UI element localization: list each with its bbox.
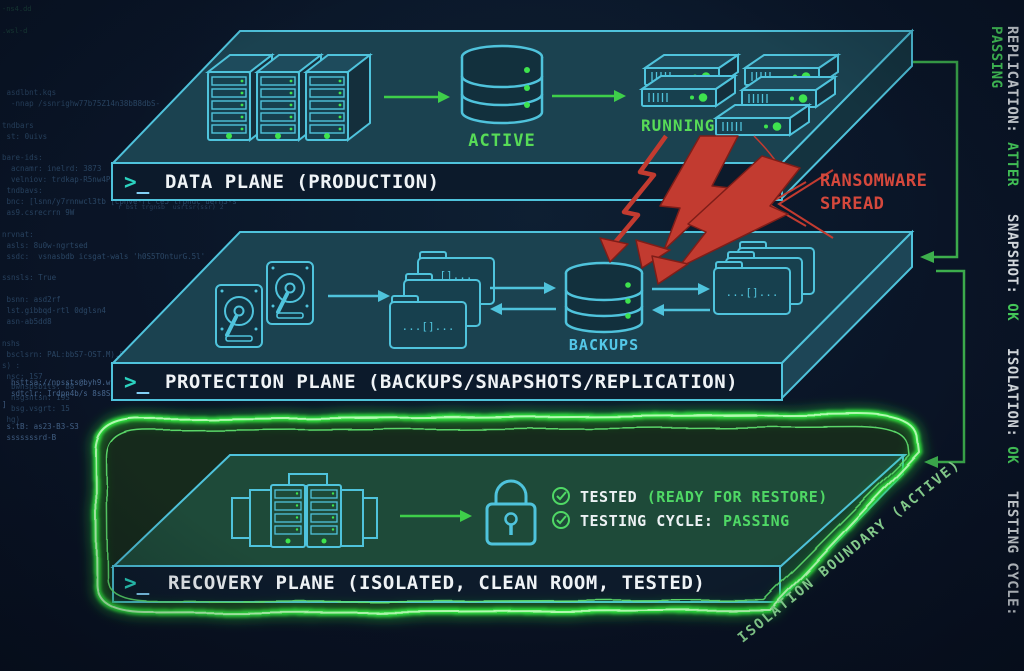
arrow-servers-to-db xyxy=(384,91,450,103)
background-code-underbar: r bst trgnsb usrtsr(ssr) 2 xyxy=(118,203,224,211)
folder-glyph-front: ...[]... xyxy=(402,320,455,333)
clean-room-server-icon xyxy=(231,473,378,548)
arrows-folders-db xyxy=(490,282,556,315)
bolt-arrowhead-1 xyxy=(599,237,629,263)
rail-replication-status: REPLICATION: ATTER xyxy=(1004,26,1020,187)
backups-database-icon xyxy=(564,261,644,334)
checkmark-icons xyxy=(552,487,570,529)
bolt-3 xyxy=(677,155,801,269)
rail-snapshot-status: SNAPSHOT: OK xyxy=(1004,213,1020,321)
testing-cycle-status-line: TESTING CYCLE: PASSING xyxy=(580,512,790,530)
folder-glyph-back: []... xyxy=(439,269,472,282)
padlock-icon xyxy=(485,479,537,546)
server-tower-icons xyxy=(207,54,371,141)
bolt-arrowhead-3 xyxy=(651,255,689,285)
replication-flow-connectors xyxy=(913,60,966,468)
recovery-plane-label-bar xyxy=(112,565,781,603)
backups-label: BACKUPS xyxy=(568,336,640,354)
ransomware-bolt-icons xyxy=(599,134,834,285)
folder-stack-right: ...[]... xyxy=(713,241,815,315)
running-label: RUNNING xyxy=(641,116,716,135)
ransomware-pointer-chevron xyxy=(777,169,834,239)
arrow-hdd-to-folders xyxy=(328,290,390,302)
folder-glyph-front-right: ...[]... xyxy=(726,286,779,299)
tested-status-line: TESTED (READY FOR RESTORE) xyxy=(580,488,828,506)
arrow-server-to-lock xyxy=(400,510,472,522)
rail-isolation-status: ISOLATION: OK xyxy=(1004,347,1020,464)
data-plane-title: DATA PLANE (PRODUCTION) xyxy=(165,171,440,193)
arrows-db-folders-right xyxy=(652,283,710,316)
active-label: ACTIVE xyxy=(468,131,536,151)
status-rail: REPLICATION: ATTER SNAPSHOT: OK ISOLATIO… xyxy=(988,26,1020,671)
isolation-boundary-glow xyxy=(88,406,927,621)
recovery-plane-title: RECOVERY PLANE (ISOLATED, CLEAN ROOM, TE… xyxy=(168,572,706,594)
terminal-prompt-icon: >_ xyxy=(124,370,150,394)
folder-stack-left: []... ...[]... xyxy=(389,251,495,349)
terminal-prompt-icon: >_ xyxy=(124,170,150,194)
terminal-prompt-icon: >_ xyxy=(124,571,150,595)
background-code-left: asdlbnt.kqs -nnap /ssnrighw77b75Z14n38bB… xyxy=(2,88,237,425)
active-database-icon xyxy=(460,44,544,125)
protection-plane-title: PROTECTION PLANE (BACKUPS/SNAPSHOTS/REPL… xyxy=(165,371,739,393)
background-code-topleft: -ns4.dd .wsl-d xyxy=(2,5,32,35)
arrow-db-to-racks xyxy=(552,90,626,102)
rail-testing-cycle-status: TESTING CYCLE: PASSING xyxy=(988,26,1020,616)
protection-plane-label-bar xyxy=(111,362,783,401)
